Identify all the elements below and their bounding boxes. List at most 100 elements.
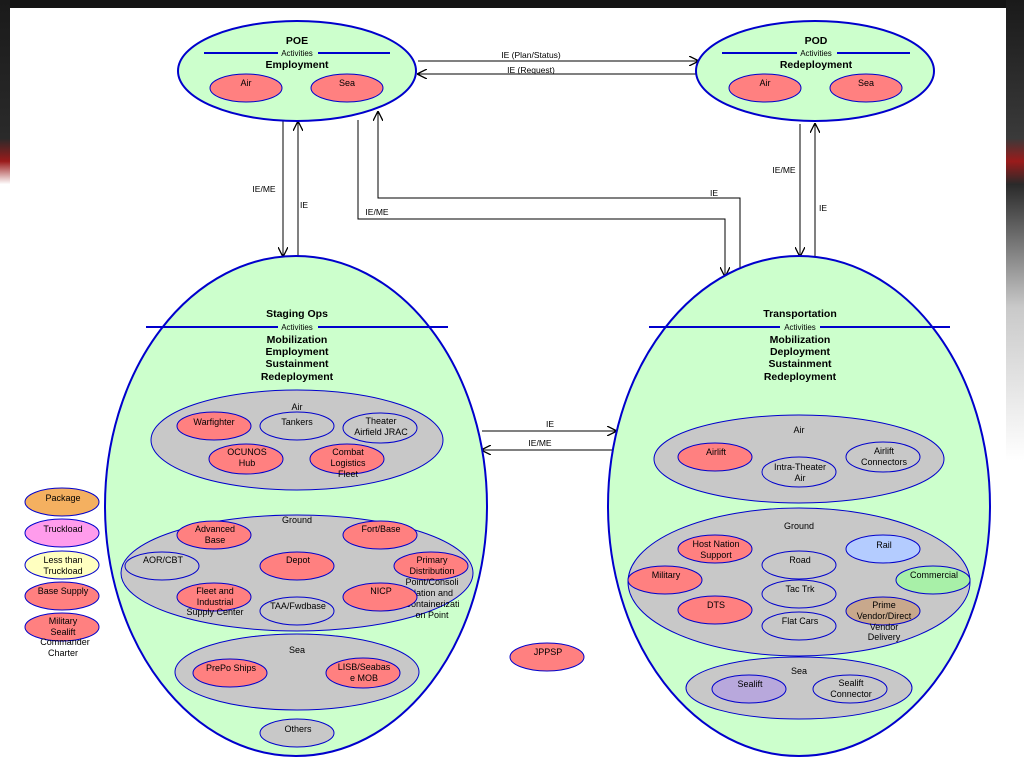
- svg-text:Sea: Sea: [858, 78, 874, 88]
- svg-text:Tankers: Tankers: [281, 417, 313, 427]
- svg-text:Air: Air: [760, 78, 771, 88]
- node-tac-trk: Tac Trk: [761, 579, 837, 609]
- node-aor-cbt: AOR/CBT: [124, 551, 200, 581]
- poe-sea-node: Sea: [310, 73, 384, 103]
- node-others: Others: [259, 718, 335, 748]
- label-staging-poe: IE: [300, 200, 308, 210]
- staging-line-2: Employment: [265, 346, 329, 358]
- node-rail: Rail: [845, 534, 921, 564]
- label-poe-staging: IE/ME: [252, 184, 275, 194]
- node-airlift: Airlift: [677, 442, 753, 472]
- staging-line-4: Redeployment: [261, 371, 334, 383]
- node-jppsp: JPPSP: [509, 642, 585, 672]
- svg-text:Hub: Hub: [239, 458, 256, 468]
- svg-text:TAA/Fwdbase: TAA/Fwdbase: [270, 601, 326, 611]
- svg-text:Others: Others: [284, 724, 312, 734]
- label-transport-poe: IE: [710, 188, 718, 198]
- poe-activities-label: Activities: [281, 49, 313, 58]
- transport-line-3: Sustainment: [768, 358, 832, 370]
- svg-text:Warfighter: Warfighter: [193, 417, 234, 427]
- svg-text:Fort/Base: Fort/Base: [361, 524, 400, 534]
- node-fleet-industrial-supply-center: Fleet and Industrial Supply Center: [176, 582, 252, 617]
- svg-text:Road: Road: [789, 555, 811, 565]
- pod-subtitle: Redeployment: [780, 59, 853, 71]
- node-fort-base: Fort/Base: [342, 520, 418, 550]
- label-poe-pod: IE (Plan/Status): [501, 50, 561, 60]
- svg-text:Less than: Less than: [43, 555, 82, 565]
- label-pod-transport: IE/ME: [772, 165, 795, 175]
- svg-text:Air: Air: [241, 78, 252, 88]
- svg-text:Vendor/Direct: Vendor/Direct: [857, 611, 912, 621]
- svg-text:OCUNOS: OCUNOS: [227, 447, 267, 457]
- node-flat-cars: Flat Cars: [761, 611, 837, 641]
- svg-text:Connector: Connector: [830, 689, 872, 699]
- svg-text:Base: Base: [205, 535, 226, 545]
- svg-text:Tac Trk: Tac Trk: [785, 584, 815, 594]
- label-poe-transport: IE/ME: [365, 207, 388, 217]
- staging-activities-label: Activities: [281, 323, 313, 332]
- pod-title: POD: [805, 35, 828, 47]
- transport-line-1: Mobilization: [770, 334, 831, 346]
- svg-text:JPPSP: JPPSP: [534, 647, 563, 657]
- svg-text:Airfield JRAC: Airfield JRAC: [354, 427, 408, 437]
- node-warfighter: Warfighter: [176, 411, 252, 441]
- node-road: Road: [761, 550, 837, 580]
- node-tankers: Tankers: [259, 411, 335, 441]
- node-commercial: Commercial: [895, 565, 971, 595]
- staging-line-3: Sustainment: [265, 358, 329, 370]
- svg-text:Logistics: Logistics: [330, 458, 366, 468]
- svg-text:Military: Military: [49, 616, 78, 626]
- svg-text:Commercial: Commercial: [910, 570, 958, 580]
- node-prime-vendor: Prime Vendor/Direct Vendor Delivery: [845, 596, 921, 642]
- transport-activities-label: Activities: [784, 323, 816, 332]
- svg-text:Sealift: Sealift: [737, 679, 763, 689]
- svg-text:Advanced: Advanced: [195, 524, 235, 534]
- legend-truckload: Truckload: [24, 518, 100, 548]
- svg-text:Prime: Prime: [872, 600, 896, 610]
- svg-text:Airlift: Airlift: [706, 447, 726, 457]
- poe-title: POE: [286, 35, 308, 47]
- svg-text:Combat: Combat: [332, 447, 364, 457]
- label-pod-poe: IE (Request): [507, 65, 555, 75]
- svg-text:Commander: Commander: [40, 637, 90, 647]
- svg-text:Flat Cars: Flat Cars: [782, 616, 819, 626]
- svg-text:dation and: dation and: [411, 588, 453, 598]
- svg-text:Vendor: Vendor: [870, 622, 899, 632]
- svg-text:Host Nation: Host Nation: [692, 539, 739, 549]
- node-nicp: NICP: [342, 582, 418, 612]
- svg-text:Base Supply: Base Supply: [38, 586, 89, 596]
- svg-text:Sea: Sea: [791, 666, 807, 676]
- node-dts: DTS: [677, 595, 753, 625]
- svg-text:DTS: DTS: [707, 600, 725, 610]
- svg-text:Military: Military: [652, 570, 681, 580]
- svg-text:Primary: Primary: [417, 555, 448, 565]
- node-depot: Depot: [259, 551, 335, 581]
- poe-subtitle: Employment: [265, 59, 329, 71]
- edge-transport-to-poe: [378, 112, 741, 268]
- pod-activities-label: Activities: [800, 49, 832, 58]
- left-decoration: [0, 0, 10, 768]
- transportation-region: Transportation Activities Mobilization D…: [607, 255, 991, 757]
- poe-region: POE Activities Employment Air Sea: [177, 20, 417, 122]
- legend-base-supply: Base Supply: [24, 581, 100, 611]
- legend-package: Package: [24, 487, 100, 517]
- svg-text:e MOB: e MOB: [350, 673, 378, 683]
- svg-text:Charter: Charter: [48, 648, 78, 658]
- svg-text:Fleet and: Fleet and: [196, 586, 234, 596]
- svg-text:PrePo Ships: PrePo Ships: [206, 663, 257, 673]
- svg-text:Truckload: Truckload: [43, 566, 82, 576]
- svg-text:Containerizati: Containerizati: [404, 599, 459, 609]
- svg-text:Truckload: Truckload: [43, 524, 82, 534]
- label-transport-staging: IE/ME: [528, 438, 551, 448]
- svg-text:Ground: Ground: [282, 515, 312, 525]
